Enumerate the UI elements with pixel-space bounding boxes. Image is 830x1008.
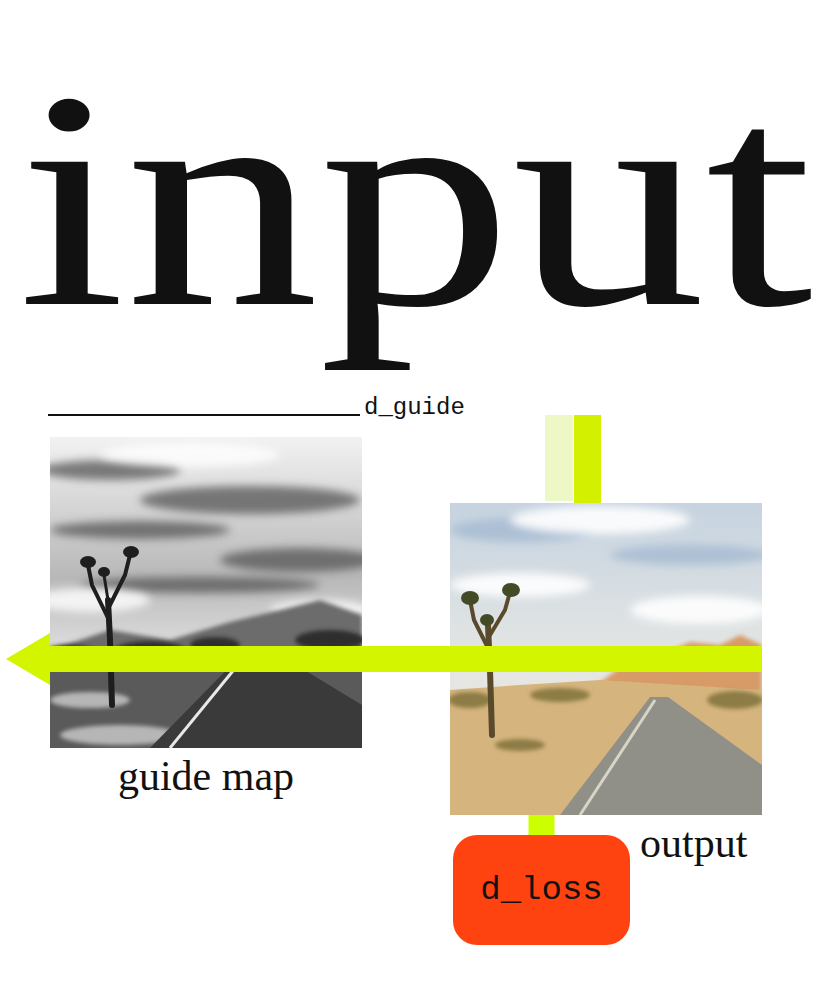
box-text: d_loss <box>480 870 602 911</box>
flow-bar <box>545 415 573 501</box>
guide-map-picture <box>50 437 362 748</box>
rule-line <box>48 414 360 416</box>
flow-arrow <box>50 646 762 672</box>
gradient-label: d_guide <box>362 396 467 420</box>
picture-caption: guide map <box>50 752 362 800</box>
input-heading: input <box>18 45 813 355</box>
flow-line <box>529 815 555 835</box>
flow-bar <box>574 415 601 505</box>
picture-caption: output <box>640 819 747 867</box>
loss-box: d_loss <box>453 835 630 945</box>
output-node: output <box>450 503 762 815</box>
guide-map-node: guide map <box>50 437 362 748</box>
